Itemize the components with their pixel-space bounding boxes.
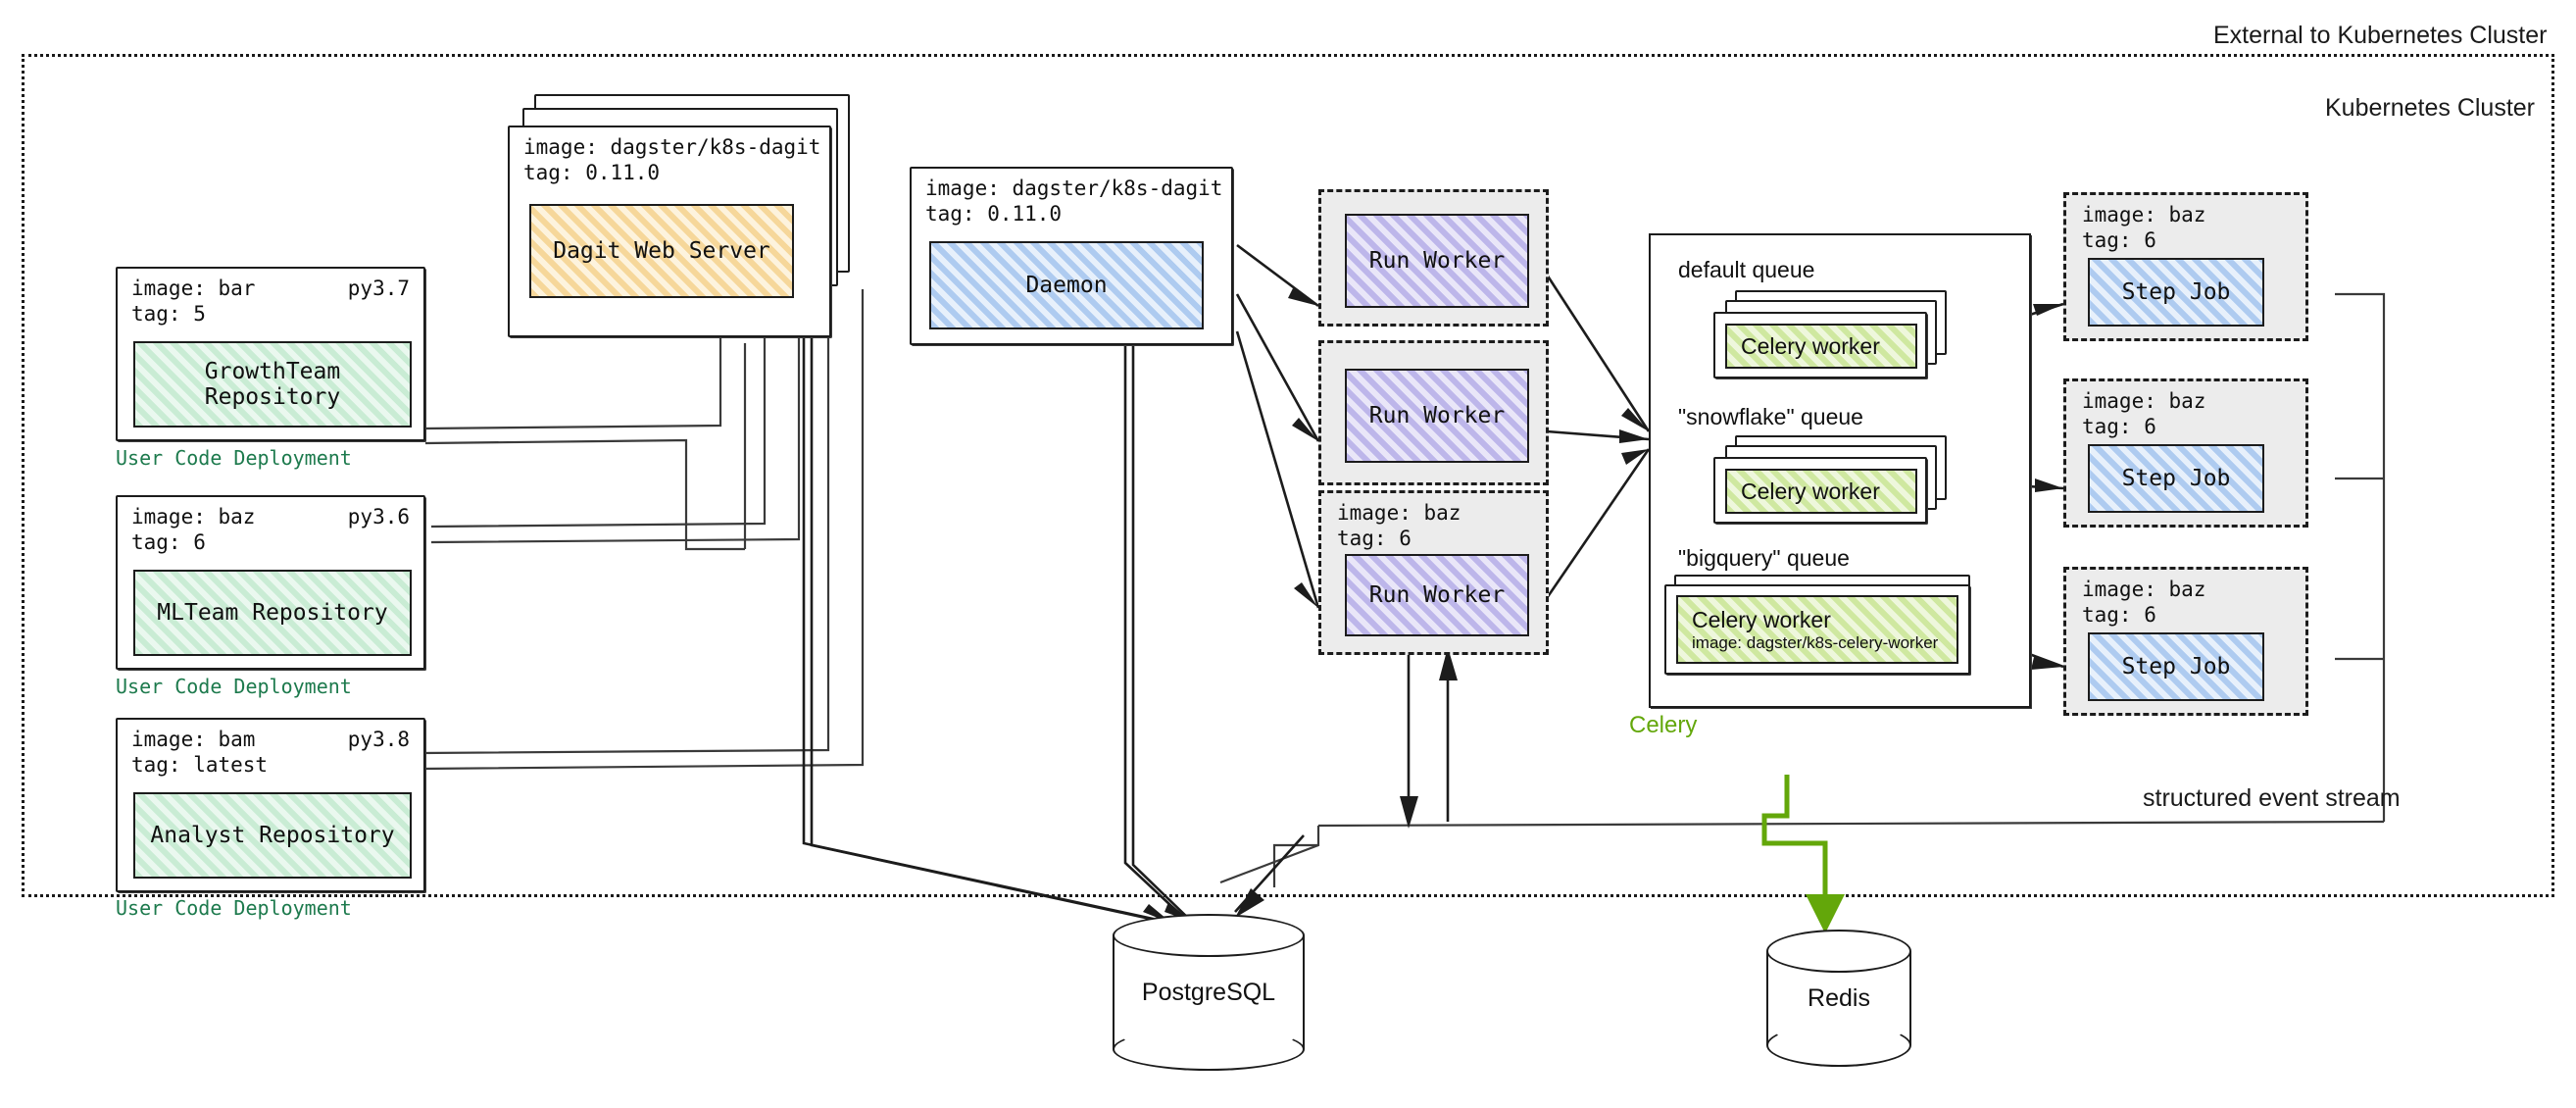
step-job-box-1[interactable]: Step Job — [2088, 258, 2264, 327]
run-worker-3-image: image: baz tag: 6 — [1337, 501, 1461, 550]
udc3-image: image: bam tag: latest — [131, 728, 269, 777]
growthteam-repository-box[interactable]: GrowthTeam Repository — [133, 341, 412, 428]
celery-worker-box-2[interactable]: Celery worker — [1725, 469, 1917, 514]
redis-label: Redis — [1808, 983, 1870, 1012]
dagit-image: image: dagster/k8s-dagit tag: 0.11.0 — [523, 135, 821, 184]
celery-label: Celery — [1629, 712, 1698, 738]
user-code-deployment-card-1[interactable]: image: bar tag: 5 py3.7 GrowthTeam Repos… — [116, 267, 425, 441]
postgresql-cylinder-bottom — [1113, 1028, 1305, 1071]
user-code-deployment-label-3: User Code Deployment — [116, 896, 352, 920]
udc2-image: image: baz tag: 6 — [131, 505, 256, 554]
user-code-deployment-card-3[interactable]: image: bam tag: latest py3.8 Analyst Rep… — [116, 718, 425, 892]
step-job-box-2[interactable]: Step Job — [2088, 444, 2264, 513]
step-job-pod-3[interactable]: image: baz tag: 6 Step Job — [2063, 567, 2308, 716]
queue-label-snowflake: "snowflake" queue — [1678, 404, 1863, 429]
postgresql-cylinder-top — [1113, 914, 1305, 957]
redis-cylinder-top — [1766, 930, 1911, 973]
user-code-deployment-label-2: User Code Deployment — [116, 675, 352, 698]
postgresql-cylinder[interactable]: PostgreSQL — [1113, 914, 1305, 1071]
celery-worker-card-3[interactable]: Celery worker image: dagster/k8s-celery-… — [1664, 584, 1970, 675]
mlteam-repository-box[interactable]: MLTeam Repository — [133, 570, 412, 656]
user-code-deployment-card-2[interactable]: image: baz tag: 6 py3.6 MLTeam Repositor… — [116, 495, 425, 670]
kubernetes-cluster-label: Kubernetes Cluster — [2325, 94, 2536, 122]
run-worker-box-2[interactable]: Run Worker — [1345, 369, 1529, 463]
run-worker-pod-2[interactable]: Run Worker — [1318, 340, 1549, 485]
step-job-pod-2[interactable]: image: baz tag: 6 Step Job — [2063, 378, 2308, 528]
step-job-3-image: image: baz tag: 6 — [2082, 578, 2206, 627]
daemon-box[interactable]: Daemon — [929, 241, 1204, 329]
external-cluster-label: External to Kubernetes Cluster — [2213, 22, 2548, 49]
queue-label-bigquery: "bigquery" queue — [1678, 545, 1850, 571]
dagit-web-server-card[interactable]: image: dagster/k8s-dagit tag: 0.11.0 Dag… — [508, 126, 831, 337]
celery-worker-box-1[interactable]: Celery worker — [1725, 324, 1917, 369]
run-worker-pod-1[interactable]: Run Worker — [1318, 189, 1549, 327]
celery-worker-3-title: Celery worker — [1692, 606, 1831, 632]
postgresql-label: PostgreSQL — [1141, 978, 1276, 1006]
celery-worker-3-image: image: dagster/k8s-celery-worker — [1692, 632, 1939, 652]
run-worker-box-1[interactable]: Run Worker — [1345, 214, 1529, 308]
queue-label-default: default queue — [1678, 257, 1815, 282]
celery-worker-box-3[interactable]: Celery worker image: dagster/k8s-celery-… — [1676, 595, 1958, 664]
redis-cylinder[interactable]: Redis — [1766, 930, 1911, 1067]
user-code-deployment-label-1: User Code Deployment — [116, 446, 352, 470]
daemon-image: image: dagster/k8s-dagit tag: 0.11.0 — [925, 176, 1223, 226]
udc1-image: image: bar tag: 5 — [131, 277, 256, 326]
step-job-1-image: image: baz tag: 6 — [2082, 203, 2206, 252]
udc2-python-version: py3.6 — [347, 505, 410, 529]
structured-event-stream-label: structured event stream — [2143, 784, 2401, 812]
udc1-python-version: py3.7 — [347, 277, 410, 300]
daemon-card[interactable]: image: dagster/k8s-dagit tag: 0.11.0 Dae… — [910, 167, 1233, 345]
celery-worker-card-1[interactable]: Celery worker — [1713, 312, 1927, 378]
dagit-web-server-box[interactable]: Dagit Web Server — [529, 204, 794, 298]
step-job-2-image: image: baz tag: 6 — [2082, 389, 2206, 438]
redis-cylinder-bottom — [1766, 1024, 1911, 1067]
step-job-box-3[interactable]: Step Job — [2088, 632, 2264, 701]
step-job-pod-1[interactable]: image: baz tag: 6 Step Job — [2063, 192, 2308, 341]
run-worker-box-3[interactable]: Run Worker — [1345, 554, 1529, 636]
analyst-repository-box[interactable]: Analyst Repository — [133, 792, 412, 879]
celery-worker-card-2[interactable]: Celery worker — [1713, 457, 1927, 524]
run-worker-pod-3[interactable]: image: baz tag: 6 Run Worker — [1318, 490, 1549, 655]
udc3-python-version: py3.8 — [347, 728, 410, 751]
